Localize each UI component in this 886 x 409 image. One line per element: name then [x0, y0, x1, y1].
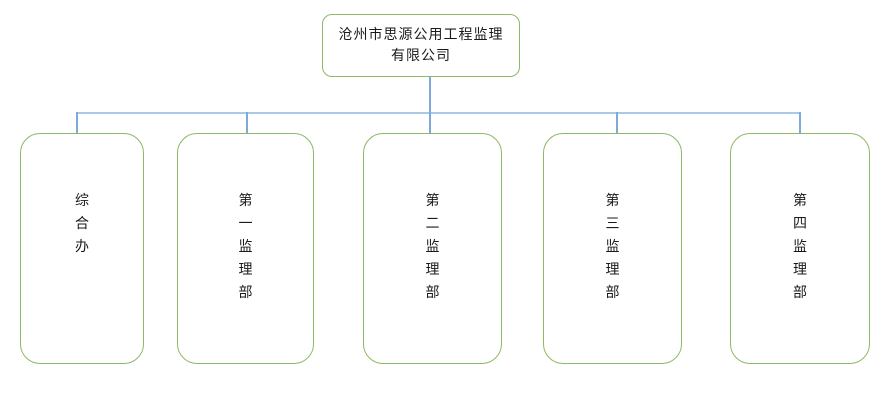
dept-node-supervision-3: 第三监理部 [543, 133, 682, 364]
connector-drop-4 [616, 112, 618, 133]
connector-drop-1 [76, 112, 78, 133]
dept-node-label: 第三监理部 [605, 193, 620, 301]
connector-root-vertical [429, 77, 431, 113]
dept-node-supervision-1: 第一监理部 [177, 133, 314, 364]
dept-node-general-office: 综合办 [20, 133, 144, 364]
connector-drop-3 [429, 112, 431, 133]
dept-node-label: 第一监理部 [238, 193, 253, 301]
org-chart-root-node: 沧州市思源公用工程监理 有限公司 [322, 14, 520, 77]
root-node-label: 沧州市思源公用工程监理 有限公司 [338, 26, 504, 64]
dept-node-label: 第四监理部 [793, 193, 807, 301]
connector-drop-2 [246, 112, 248, 133]
dept-node-supervision-4: 第四监理部 [730, 133, 870, 364]
connector-drop-5 [799, 112, 801, 133]
dept-node-label: 综合办 [75, 193, 89, 255]
connector-horizontal-bar [76, 112, 801, 114]
dept-node-supervision-2: 第二监理部 [363, 133, 502, 364]
dept-node-label: 第二监理部 [425, 193, 440, 301]
